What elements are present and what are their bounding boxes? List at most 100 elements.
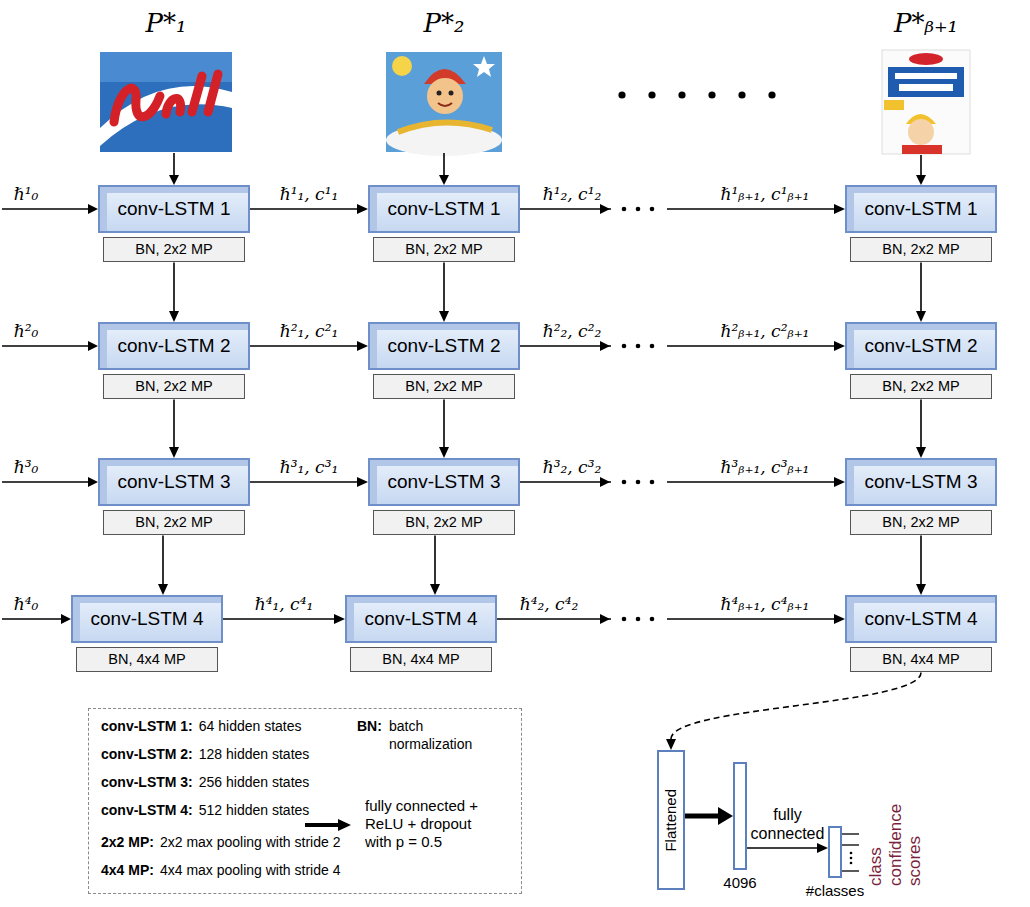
text-slot: conv-LSTM 3 (865, 471, 978, 494)
bn-pool-box: BN, 2x2 MP (373, 374, 515, 399)
image-mouth (438, 103, 452, 106)
text-slot: conv-LSTM 2 (388, 335, 501, 358)
image-shirt (902, 145, 942, 154)
label-slot: ℏ³₀ (14, 457, 39, 477)
input-frame-label: P*₂ (424, 8, 465, 39)
node-label: conv-LSTM 4 (91, 608, 204, 631)
text-slot: BN, 2x2 MP (135, 514, 212, 531)
input-frame-label: P*₁ (146, 8, 187, 39)
state-label: ℏ³ᵦ₊₁, c³ᵦ₊₁ (721, 457, 810, 477)
text-slot: conv-LSTM 2 (118, 335, 231, 358)
text-slot: BN, 2x2 MP (135, 378, 212, 395)
text-slot: conv-LSTM 2: (101, 745, 193, 763)
state-label: ℏ¹₀ (14, 184, 39, 204)
input-frame-label: P*ᵦ₊₁ (894, 8, 958, 39)
label-slot: ℏ²ᵦ₊₁, c²ᵦ₊₁ (721, 321, 810, 341)
input-arrow (173, 153, 175, 175)
label-slot: P*₂ (424, 8, 465, 39)
image-eye (437, 91, 442, 96)
conv-lstm-box: conv-LSTM 1 (845, 185, 997, 233)
text-slot: 64 hidden states (199, 717, 302, 735)
node-label: conv-LSTM 2 (118, 335, 231, 358)
text-slot: BN: (357, 717, 382, 735)
legend-text-slot: fully connected + ReLU + dropout with p … (365, 797, 490, 851)
image-logo-shape (114, 74, 218, 122)
node-label: conv-LSTM 1: (101, 717, 193, 735)
connector (443, 262, 445, 311)
text-slot: 128 hidden states (199, 745, 310, 763)
conv-lstm-box: conv-LSTM 4 (845, 595, 997, 643)
node-label: batch normalization (389, 717, 497, 753)
state-label: ℏ²ᵦ₊₁, c²ᵦ₊₁ (721, 321, 810, 341)
connector (250, 345, 357, 347)
state-arrow (2, 208, 88, 210)
node-label: conv-LSTM 2 (865, 335, 978, 358)
sequence-ellipsis (618, 91, 775, 98)
conv-lstm-box: conv-LSTM 4 (71, 595, 223, 643)
text-slot: BN, 4x4 MP (108, 651, 185, 668)
image-sun (392, 56, 412, 76)
output-line (842, 833, 859, 834)
state-arrow (2, 481, 88, 483)
connector (173, 262, 175, 311)
node-label: BN, 2x2 MP (882, 514, 959, 531)
initial-state-arrows (2, 209, 88, 619)
input-arrows (174, 153, 921, 175)
text-slot: conv-LSTM 4 (365, 608, 478, 631)
legend-swatch (305, 819, 351, 831)
node-label: 2x2 max pooling with stride 2 (160, 833, 341, 851)
arrow-head (88, 204, 98, 214)
node-label: BN, 2x2 MP (882, 378, 959, 395)
flatten-box: Flattened (657, 750, 685, 890)
text-slot: 4x4 max pooling with stride 4 (160, 861, 341, 879)
node-label: conv-LSTM 3: (101, 773, 193, 791)
gap-patch (611, 611, 667, 627)
image-cereal (398, 122, 492, 132)
text-slot: BN, 2x2 MP (405, 514, 482, 531)
bn-pool-box: BN, 2x2 MP (103, 510, 245, 535)
bn-pool-box: BN, 2x2 MP (103, 374, 245, 399)
gap-patch (611, 474, 667, 490)
connector (671, 672, 921, 739)
node-label: conv-LSTM 3 (388, 471, 501, 494)
text-slot: conv-LSTM 3 (118, 471, 231, 494)
connector (520, 208, 834, 210)
node-label: conv-LSTM 4: (101, 801, 193, 819)
conv-lstm-box: conv-LSTM 2 (368, 322, 520, 370)
image-flash (884, 100, 904, 110)
connector (920, 535, 922, 584)
text-slot: #classes (806, 882, 864, 900)
ellipsis-dots (622, 207, 655, 622)
node-label: BN, 2x2 MP (405, 378, 482, 395)
text-slot: BN, 2x2 MP (405, 241, 482, 258)
conv-lstm-box: conv-LSTM 2 (98, 322, 250, 370)
label-slot: ℏ¹ᵦ₊₁, c¹ᵦ₊₁ (721, 184, 810, 204)
edge-label: ℏ⁴₂, c⁴₂ (520, 594, 579, 614)
output-dots (850, 852, 853, 865)
label-slot: P*₁ (146, 8, 187, 39)
edge-label: ℏ⁴₁, c⁴₁ (255, 594, 314, 614)
edge-label: ℏ³₁, c³₁ (280, 457, 339, 477)
arrow-head (600, 614, 610, 624)
node-label: 64 hidden states (199, 717, 302, 735)
gap-patch (611, 338, 667, 354)
image-face (427, 78, 463, 114)
image-face (908, 119, 934, 145)
bn-pool-box: BN, 4x4 MP (76, 647, 218, 672)
image-stripe (895, 73, 957, 79)
connector (223, 618, 334, 620)
image-ground (882, 50, 970, 154)
conv-lstm-box: conv-LSTM 2 (845, 322, 997, 370)
bn-pool-box: BN, 2x2 MP (103, 237, 245, 262)
arrow-head (600, 341, 610, 351)
gap-patch (611, 201, 667, 217)
cereal-box-image (882, 50, 970, 154)
node-label: 4x4 MP: (101, 861, 154, 879)
text-slot: BN, 2x2 MP (135, 241, 212, 258)
node-label: BN, 4x4 MP (108, 651, 185, 668)
text-slot: 4x4 MP: (101, 861, 154, 879)
text-slot: 512 hidden states (199, 801, 310, 819)
edge-label-slot: ℏ⁴₂, c⁴₂ (520, 594, 579, 614)
